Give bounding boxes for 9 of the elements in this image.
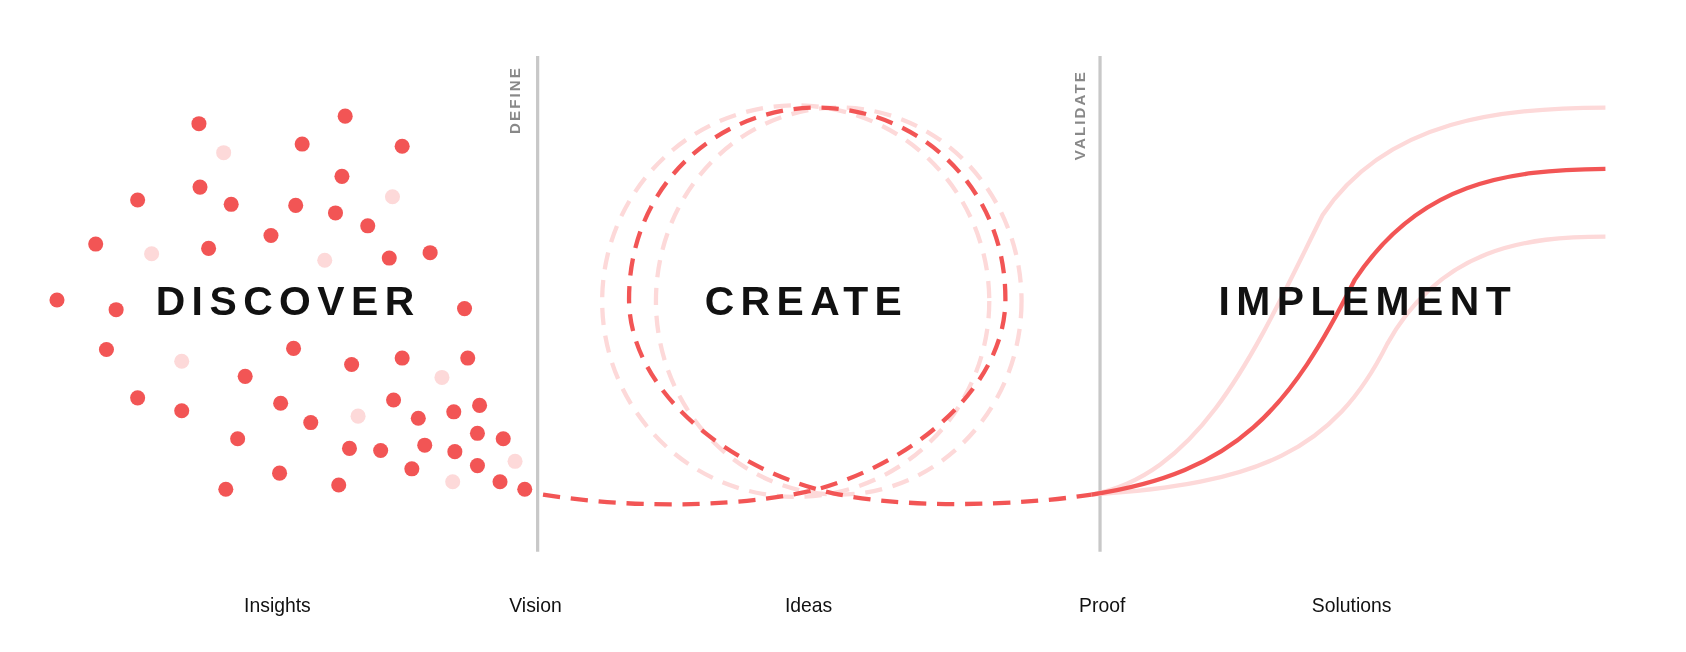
phase-title: CREATE bbox=[704, 277, 909, 325]
outcome-label: Vision bbox=[509, 595, 562, 618]
stage-label: DEFINE bbox=[506, 65, 524, 135]
outcome-label: Proof bbox=[1079, 595, 1126, 618]
outcome-label: Solutions bbox=[1311, 595, 1392, 618]
phase-title: DISCOVER bbox=[155, 277, 421, 325]
stage-label: VALIDATE bbox=[1071, 69, 1089, 161]
outcome-label: Ideas bbox=[784, 595, 833, 618]
outcome-label: Insights bbox=[244, 595, 311, 618]
